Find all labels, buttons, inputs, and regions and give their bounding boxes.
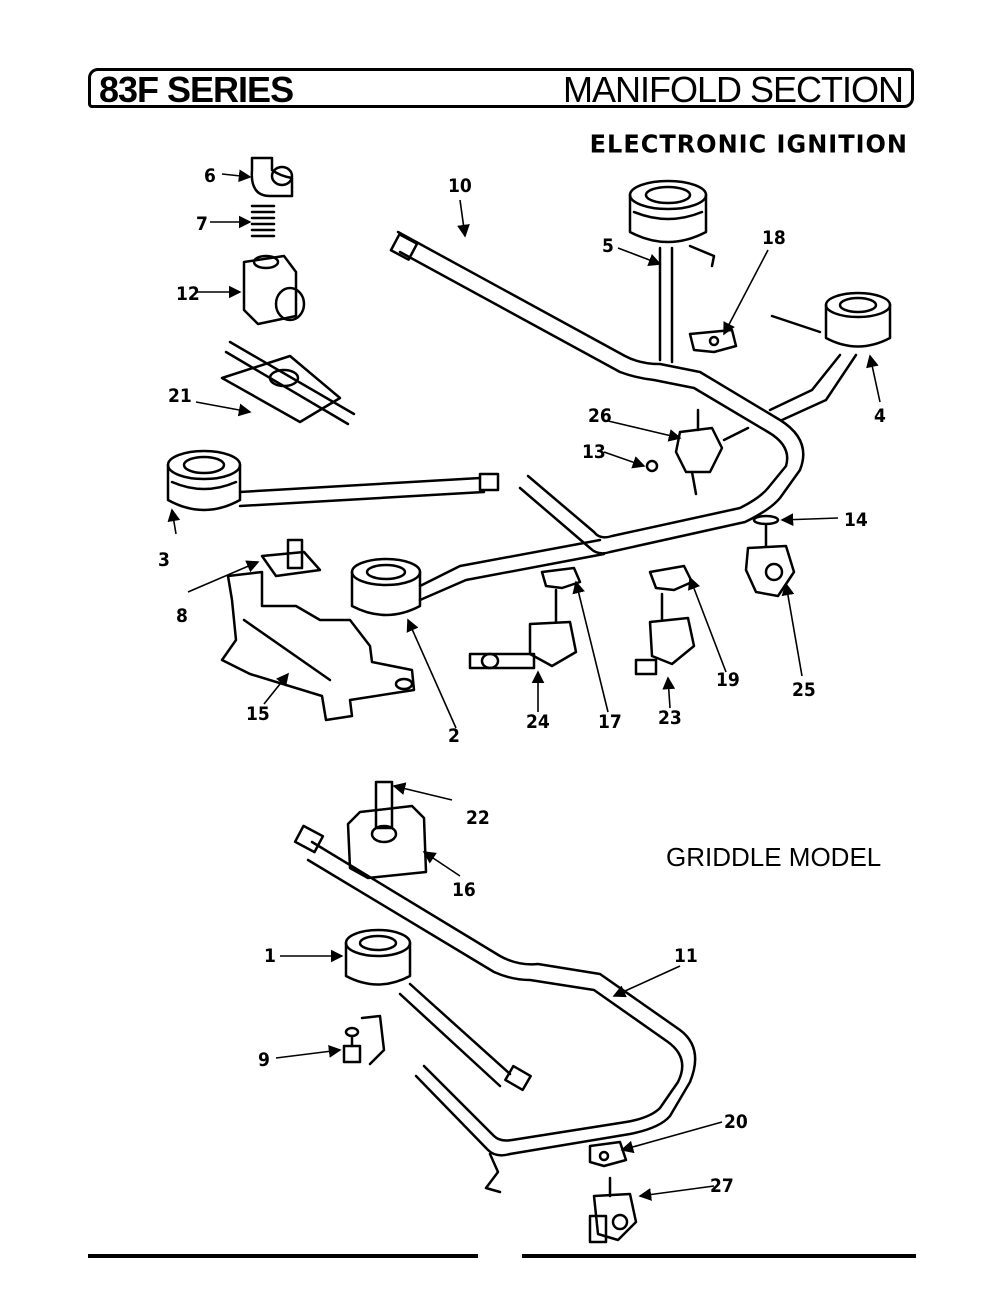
callout-6: 6	[204, 165, 216, 187]
callout-18-upper: 18	[762, 227, 786, 249]
callout-13: 13	[582, 441, 606, 463]
burner-2	[350, 538, 606, 617]
elbow-fitting-6	[250, 156, 294, 198]
callout-24: 24	[526, 711, 550, 733]
callout-9: 9	[258, 1049, 270, 1071]
griddle-model-label: GRIDDLE MODEL	[666, 842, 882, 872]
callout-5: 5	[602, 235, 614, 257]
callout-7: 7	[196, 213, 208, 235]
valve-24	[468, 566, 582, 670]
callout-8: 8	[176, 605, 188, 627]
spring-7	[250, 204, 276, 238]
callout-19: 19	[716, 669, 740, 691]
callout-15: 15	[246, 703, 270, 725]
callout-11: 11	[674, 945, 698, 967]
bracket-20	[588, 1140, 628, 1168]
callout-10: 10	[448, 175, 472, 197]
title-frame: 83F SERIES MANIFOLD SECTION	[88, 68, 914, 110]
callout-3: 3	[158, 549, 170, 571]
callout-12: 12	[176, 283, 200, 305]
subtitle: ELECTRONIC IGNITION	[589, 129, 908, 159]
valve-23	[634, 564, 696, 676]
series-title: 83F SERIES	[99, 69, 294, 110]
regulator-12	[242, 254, 306, 326]
mounting-foot	[484, 1152, 502, 1194]
callout-20: 20	[724, 1111, 748, 1133]
callout-22: 22	[466, 807, 490, 829]
burner-4	[768, 291, 892, 422]
callout-4: 4	[874, 405, 886, 427]
callout-25: 25	[792, 679, 816, 701]
footer-rule-left	[88, 1254, 478, 1258]
bracket-16	[346, 780, 428, 880]
callout-23: 23	[658, 707, 682, 729]
burner-5	[628, 179, 716, 364]
bracket-21	[220, 340, 356, 426]
footer-rule-right	[522, 1254, 916, 1258]
section-title: MANIFOLD SECTION	[562, 69, 904, 110]
support-plate-15	[220, 570, 416, 722]
burner-1	[344, 928, 532, 1092]
electrode-9	[342, 1014, 386, 1066]
valve-25	[744, 514, 796, 598]
callout-1: 1	[264, 945, 276, 967]
callout-21: 21	[168, 385, 192, 407]
bracket-18-upper	[688, 328, 738, 354]
burner-3	[166, 449, 500, 512]
griddle-manifold-pipe	[293, 824, 697, 1157]
callout-26: 26	[588, 405, 612, 427]
manifold-pipe	[389, 230, 805, 555]
bracket-8	[260, 538, 322, 578]
callout-14: 14	[844, 509, 868, 531]
callout-17: 17	[598, 711, 622, 733]
valve-27	[588, 1176, 638, 1244]
valve-26	[645, 408, 750, 496]
callout-27: 27	[710, 1175, 734, 1197]
callout-2: 2	[448, 725, 460, 747]
callout-16: 16	[452, 879, 476, 901]
